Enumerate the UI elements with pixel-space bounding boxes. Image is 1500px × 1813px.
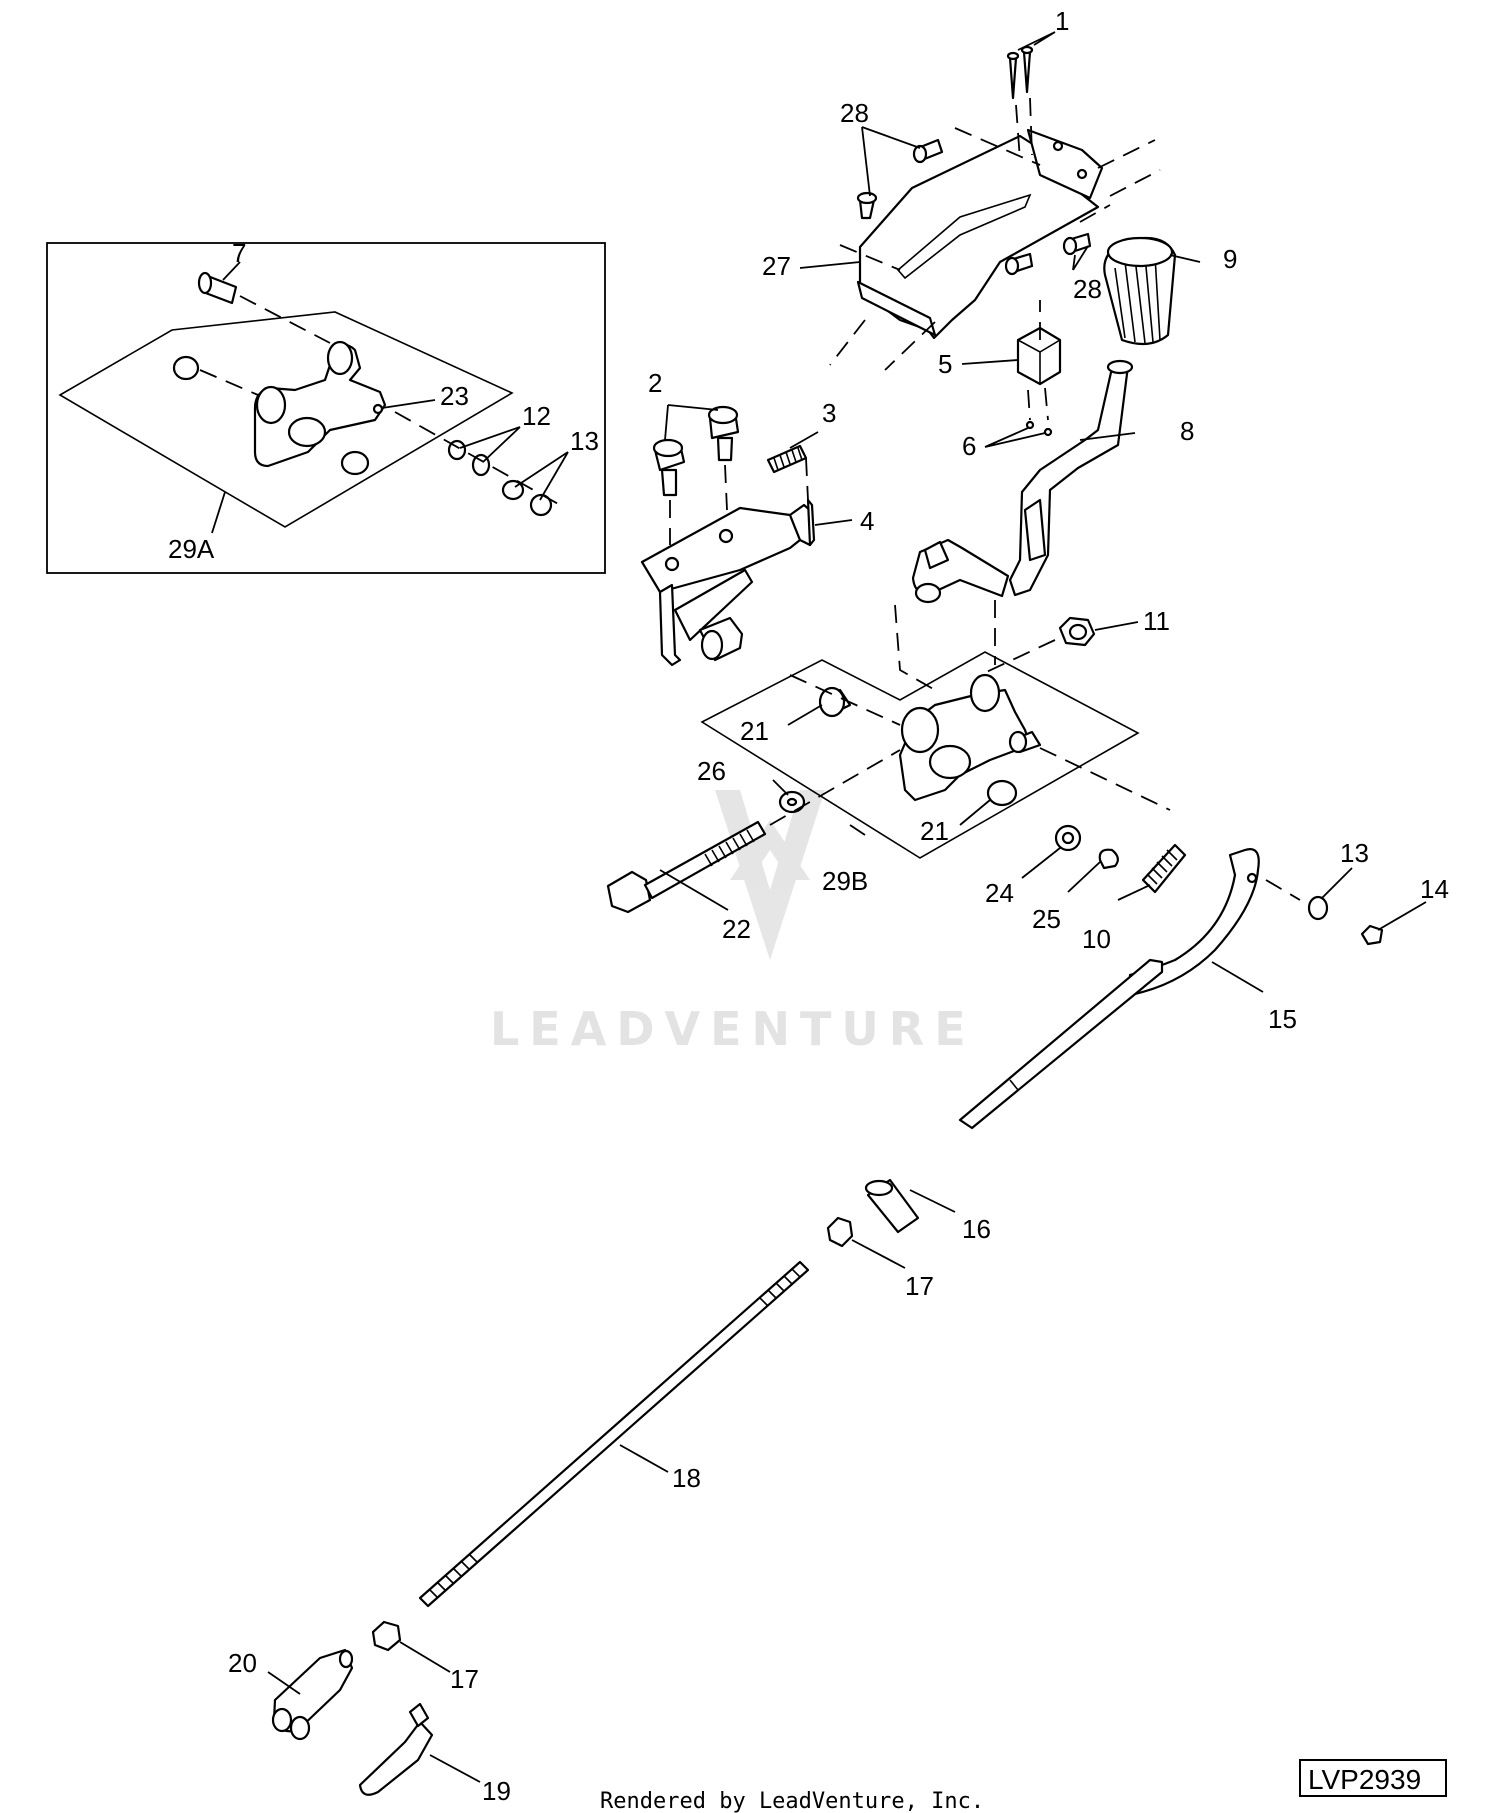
callout-15: 15 bbox=[1268, 1004, 1297, 1034]
callout-10: 10 bbox=[1082, 924, 1111, 954]
callout-21-lower: 21 bbox=[920, 816, 949, 846]
nut-17-upper bbox=[826, 1216, 854, 1248]
washer-clip-spring-set bbox=[1054, 824, 1187, 894]
callout-18: 18 bbox=[672, 1463, 701, 1493]
nut-11 bbox=[979, 616, 1096, 676]
callout-17-lower: 17 bbox=[450, 1664, 479, 1694]
threaded-rod-18 bbox=[418, 1260, 810, 1608]
reference-code: LVP2939 bbox=[1308, 1764, 1421, 1795]
callout-8: 8 bbox=[1180, 416, 1194, 446]
bracket-4 bbox=[640, 498, 816, 667]
grip-knob-9 bbox=[1103, 236, 1177, 346]
bolt-set-28 bbox=[856, 138, 1092, 276]
callout-21-upper: 21 bbox=[740, 716, 769, 746]
leader-lines bbox=[211, 31, 1427, 1783]
callout-11: 11 bbox=[1143, 606, 1170, 636]
callout-24: 24 bbox=[985, 878, 1014, 908]
callout-13-inset: 13 bbox=[570, 426, 599, 456]
callout-7: 7 bbox=[232, 238, 246, 268]
callout-17-upper: 17 bbox=[905, 1271, 934, 1301]
callout-29a: 29A bbox=[168, 534, 215, 564]
callout-22: 22 bbox=[722, 914, 751, 944]
callout-2: 2 bbox=[648, 368, 662, 398]
inset-box-29a bbox=[46, 242, 606, 574]
callout-23: 23 bbox=[440, 381, 469, 411]
washer-nut-13-14 bbox=[1307, 895, 1384, 946]
callout-27: 27 bbox=[762, 251, 791, 281]
rendered-by-footer: Rendered by LeadVenture, Inc. bbox=[600, 1789, 984, 1813]
shift-lever-8 bbox=[894, 359, 1134, 691]
callout-26: 26 bbox=[697, 756, 726, 786]
nut-17-lower bbox=[371, 1620, 402, 1652]
callout-28-top: 28 bbox=[840, 98, 869, 128]
callout-5: 5 bbox=[938, 349, 952, 379]
reference-code-box: LVP2939 bbox=[1299, 1759, 1447, 1797]
clevis-20 bbox=[271, 1648, 354, 1741]
callout-20: 20 bbox=[228, 1648, 257, 1678]
clip-19 bbox=[358, 1702, 434, 1796]
callout-labels: 1 28 9 27 28 5 2 3 6 8 4 11 7 23 12 13 2… bbox=[168, 6, 1449, 1806]
callout-28-right: 28 bbox=[1073, 274, 1102, 304]
callout-19: 19 bbox=[482, 1776, 511, 1806]
callout-9: 9 bbox=[1223, 244, 1237, 274]
watermark-text: LEADVENTURE bbox=[490, 1002, 976, 1056]
shift-rod-15 bbox=[958, 848, 1301, 1130]
callout-4: 4 bbox=[860, 506, 874, 536]
callout-16: 16 bbox=[962, 1214, 991, 1244]
guide-plate bbox=[829, 127, 1161, 371]
callout-13-right: 13 bbox=[1340, 838, 1369, 868]
coupler-16 bbox=[864, 1178, 920, 1234]
callout-6: 6 bbox=[962, 431, 976, 461]
plate-29b bbox=[700, 651, 1171, 859]
screw-pair-1 bbox=[1006, 45, 1034, 161]
callout-12: 12 bbox=[522, 401, 551, 431]
callout-1: 1 bbox=[1055, 6, 1069, 36]
callout-14: 14 bbox=[1420, 874, 1449, 904]
callout-29b: 29B bbox=[822, 866, 868, 896]
spring-3 bbox=[766, 444, 809, 501]
callout-3: 3 bbox=[822, 398, 836, 428]
callout-25: 25 bbox=[1032, 904, 1061, 934]
switch-5 bbox=[1016, 300, 1062, 437]
bolt-pair-2 bbox=[652, 405, 740, 545]
